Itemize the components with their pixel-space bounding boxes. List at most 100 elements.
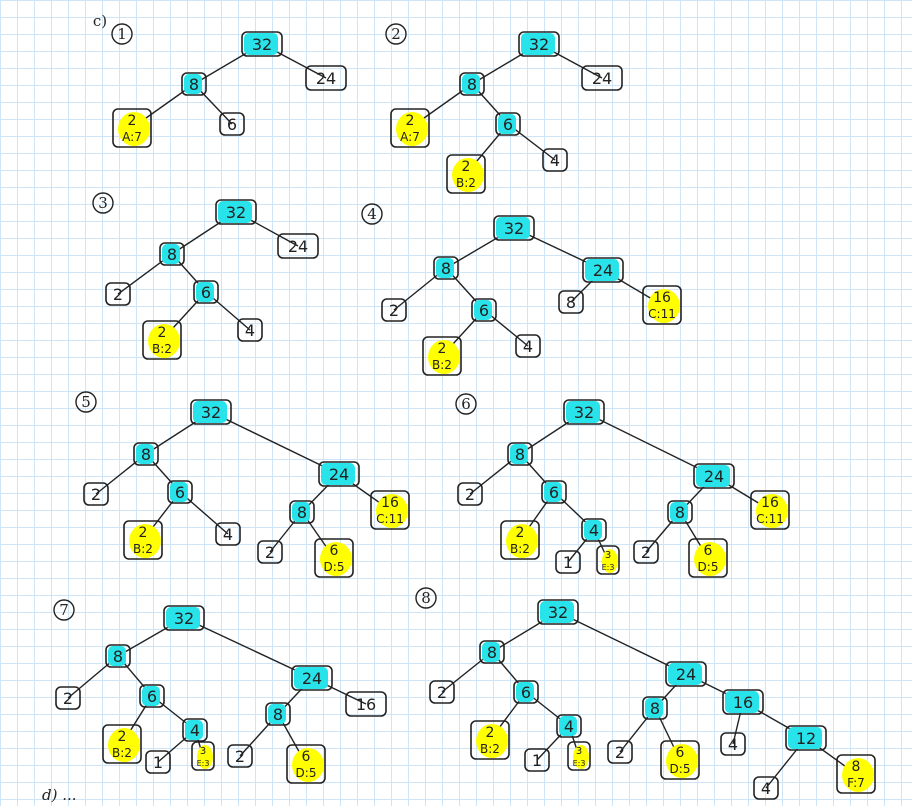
internal-node: 4 (581, 518, 607, 542)
node: 2 (429, 680, 455, 704)
node: 4 (753, 776, 779, 800)
section-mark: c) (93, 12, 107, 30)
leaf-node: 2A:7 (390, 108, 430, 148)
internal-node: 8 (459, 72, 485, 96)
node-weight: 32 (226, 203, 246, 222)
node-box (181, 72, 207, 96)
node-weight: 32 (548, 603, 568, 622)
node-box (112, 108, 152, 148)
node-symbol: A:7 (400, 130, 420, 144)
node-weight: 2 (235, 747, 245, 766)
node-highlight (136, 444, 154, 464)
node-box (159, 242, 185, 266)
node-weight: 2 (437, 683, 447, 702)
node: 2 (633, 540, 659, 564)
node-weight: 32 (529, 35, 549, 54)
node-symbol: B:2 (152, 342, 172, 356)
node-weight: 2 (113, 285, 123, 304)
node-weight: 6 (175, 483, 185, 502)
node-weight: 1 (153, 753, 163, 772)
node-weight: 4 (223, 525, 233, 544)
node-weight: 24 (676, 665, 696, 684)
internal-node: 32 (518, 31, 560, 57)
node-weight: 1 (563, 553, 573, 572)
internal-node: 6 (541, 480, 567, 504)
internal-node: 6 (471, 298, 497, 322)
node-highlight (584, 520, 602, 540)
node: 24 (581, 65, 623, 91)
internal-node: 8 (289, 500, 315, 524)
internal-node: 24 (318, 461, 360, 487)
node: 6 (219, 112, 245, 136)
footer-note: d) ... (42, 786, 77, 804)
node-symbol: B:2 (112, 746, 132, 760)
node-box (556, 714, 582, 738)
node-box (495, 112, 521, 136)
node-weight: 2 (91, 485, 101, 504)
node-weight: 2 (465, 485, 475, 504)
node-box (318, 461, 360, 487)
leaf-node: 16C:11 (642, 285, 682, 325)
node-highlight (142, 686, 160, 706)
node: 4 (515, 334, 541, 358)
node-box (642, 696, 668, 720)
node-symbol: D:5 (670, 762, 691, 776)
node-highlight (540, 601, 574, 623)
node: 1 (524, 748, 550, 772)
step-label: 6 (455, 393, 477, 415)
node: 4 (215, 522, 241, 546)
node-highlight (668, 663, 702, 685)
internal-node: 6 (513, 680, 539, 704)
internal-node: 8 (265, 702, 291, 726)
node-box (237, 318, 263, 342)
node: 1 (555, 550, 581, 574)
internal-node: 24 (693, 463, 735, 489)
node-symbol: B:2 (480, 742, 500, 756)
node-weight: 2 (139, 525, 148, 541)
node-highlight (670, 502, 688, 522)
node-weight: 2 (641, 543, 651, 562)
node-box (55, 686, 81, 710)
node-highlight (566, 401, 600, 423)
internal-node: 6 (139, 684, 165, 708)
node-weight: 8 (852, 759, 861, 775)
node-box (457, 482, 483, 506)
node-weight: 4 (245, 321, 255, 340)
step-number: 8 (421, 589, 431, 607)
step-number: 7 (59, 601, 69, 619)
node-box (219, 112, 245, 136)
internal-node: 6 (167, 480, 193, 504)
leaf-node: 2B:2 (142, 320, 182, 360)
step-number: 6 (461, 395, 471, 413)
node-box (190, 399, 232, 425)
step-circle-icon (53, 599, 75, 621)
node-highlight (244, 33, 278, 55)
node: 2 (55, 686, 81, 710)
node-box (145, 750, 171, 774)
internal-node: 8 (181, 72, 207, 96)
step-label: 4 (361, 203, 383, 225)
internal-node: 32 (537, 599, 579, 625)
node-symbol: C:11 (756, 512, 784, 526)
node-highlight (292, 502, 310, 522)
node-weight: 8 (467, 75, 477, 94)
internal-node: 8 (479, 640, 505, 664)
node-weight: 4 (523, 337, 533, 356)
node-weight: 32 (252, 35, 272, 54)
leaf-node: 16C:11 (750, 490, 790, 530)
node-highlight (292, 748, 324, 782)
node-weight: 24 (316, 69, 336, 88)
node-highlight (185, 720, 203, 740)
internal-node: 32 (190, 399, 232, 425)
node-weight: 16 (761, 495, 779, 511)
node: 2 (83, 482, 109, 506)
node-box (470, 720, 510, 760)
node-highlight (170, 482, 188, 502)
node-highlight (166, 607, 200, 629)
internal-node: 32 (215, 199, 257, 225)
node-weight: 6 (479, 301, 489, 320)
node-highlight (496, 217, 530, 239)
node-weight: 8 (675, 503, 685, 522)
